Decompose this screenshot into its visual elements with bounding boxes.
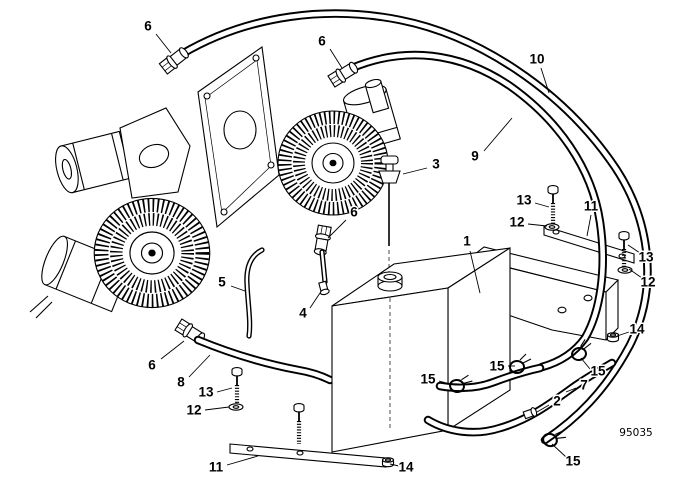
callout-14-bottom: 14 bbox=[389, 458, 415, 476]
callout-label: 15 bbox=[590, 364, 606, 379]
callout-13-right-upper: 13 bbox=[515, 191, 550, 209]
hose-9 bbox=[347, 50, 607, 372]
hose-8 bbox=[193, 335, 335, 385]
bolt-13-right-upper bbox=[548, 186, 558, 226]
callout-label: 6 bbox=[318, 34, 326, 49]
callout-15-bottom: 15 bbox=[551, 443, 582, 470]
left-fan bbox=[94, 198, 210, 307]
callout-label: 6 bbox=[148, 358, 156, 373]
callout-6-top-left: 6 bbox=[143, 17, 172, 54]
right-fan bbox=[278, 111, 388, 215]
hose-return-upper bbox=[435, 363, 545, 393]
callout-label: 6 bbox=[144, 19, 152, 34]
callout-label: 12 bbox=[640, 275, 655, 290]
callout-11-bottom: 11 bbox=[207, 455, 259, 476]
callout-label: 12 bbox=[186, 403, 201, 418]
callout-label: 15 bbox=[565, 454, 581, 469]
callout-6-lower-left: 6 bbox=[147, 340, 185, 374]
callout-label: 2 bbox=[553, 394, 561, 409]
callout-label: 14 bbox=[398, 460, 414, 475]
callout-4: 4 bbox=[298, 292, 321, 322]
callout-label: 8 bbox=[177, 375, 185, 390]
bolt-13-bottom bbox=[232, 368, 242, 408]
callout-7: 7 bbox=[565, 376, 589, 394]
mounting-plate bbox=[197, 46, 280, 229]
callout-10: 10 bbox=[528, 50, 550, 94]
nut-14-bottom bbox=[381, 457, 395, 468]
nut-14-right bbox=[606, 332, 620, 343]
callout-3: 3 bbox=[402, 155, 442, 175]
callout-label: 12 bbox=[509, 215, 524, 230]
callout-label: 13 bbox=[516, 193, 532, 208]
left-pump-assembly bbox=[29, 107, 210, 319]
callout-5: 5 bbox=[217, 273, 246, 292]
callout-13-bottom: 13 bbox=[197, 383, 233, 401]
callout-11-right: 11 bbox=[582, 197, 600, 237]
callout-15-left: 15 bbox=[419, 370, 451, 388]
callout-label: 15 bbox=[420, 372, 436, 387]
callout-12-far-right: 12 bbox=[628, 268, 657, 291]
callout-15-right: 15 bbox=[580, 357, 607, 380]
callout-12-bottom: 12 bbox=[185, 401, 230, 419]
callout-label: 9 bbox=[471, 149, 479, 164]
callout-label: 15 bbox=[489, 359, 505, 374]
callout-15-mid: 15 bbox=[488, 357, 515, 375]
callout-9: 9 bbox=[470, 117, 513, 165]
callout-label: 13 bbox=[198, 385, 214, 400]
callouts: 6 6 10 9 3 13 12 11 bbox=[143, 17, 657, 476]
callout-label: 1 bbox=[463, 234, 471, 249]
hydraulic-tank bbox=[331, 246, 511, 453]
callout-label: 14 bbox=[629, 322, 645, 337]
callout-label: 13 bbox=[638, 250, 654, 265]
callout-label: 5 bbox=[218, 275, 226, 290]
callout-1: 1 bbox=[462, 232, 481, 294]
callout-label: 6 bbox=[350, 205, 358, 220]
callout-label: 3 bbox=[432, 157, 440, 172]
washer-12-right-upper bbox=[544, 223, 560, 231]
filler-neck bbox=[377, 271, 403, 292]
washer-12-bottom bbox=[228, 403, 244, 411]
drawing-number: 95035 bbox=[619, 427, 652, 439]
bottom-mounting-strap bbox=[229, 443, 387, 468]
callout-label: 10 bbox=[529, 52, 544, 67]
bolt-13-bottom-mid bbox=[294, 404, 304, 444]
tube-5 bbox=[244, 247, 265, 339]
callout-14-right: 14 bbox=[616, 320, 646, 338]
hose-10 bbox=[177, 9, 652, 445]
callout-label: 11 bbox=[584, 199, 599, 214]
callout-6-mid: 6 bbox=[327, 203, 360, 239]
callout-2: 2 bbox=[536, 392, 562, 413]
callout-label: 11 bbox=[209, 460, 224, 475]
callout-12-right-upper: 12 bbox=[508, 213, 548, 231]
tube-4-connector bbox=[319, 249, 328, 285]
callout-label: 7 bbox=[580, 378, 588, 393]
callout-label: 4 bbox=[299, 306, 307, 321]
callout-13-far-right: 13 bbox=[627, 244, 655, 266]
callout-8: 8 bbox=[176, 354, 211, 391]
right-pump-assembly bbox=[278, 78, 401, 215]
callout-6-top-mid: 6 bbox=[317, 32, 343, 69]
dipstick bbox=[378, 155, 401, 272]
